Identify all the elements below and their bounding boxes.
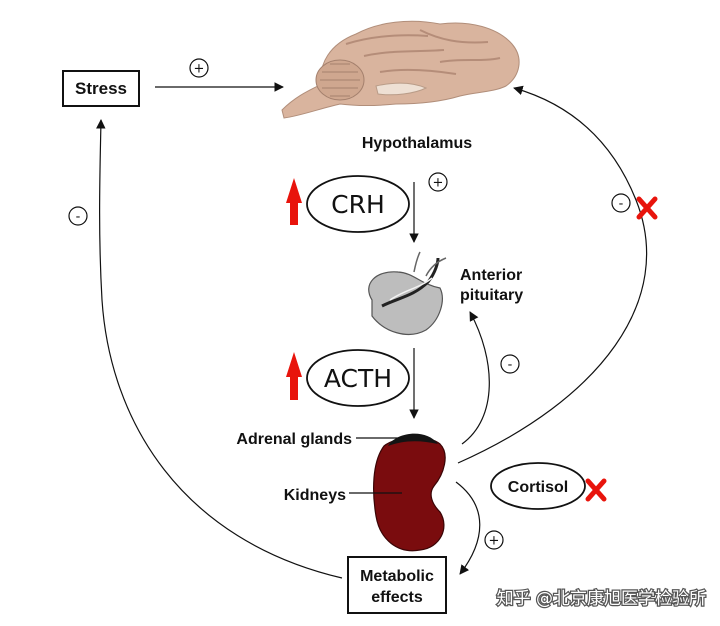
crh-trend-up-icon: [286, 178, 302, 225]
crh-pituitary-sign: +: [428, 172, 448, 192]
svg-text:+: +: [489, 534, 500, 549]
stress-node: Stress: [62, 70, 140, 107]
adrenal-glands-label: Adrenal glands: [236, 431, 352, 448]
metabolic-label-line2: effects: [371, 589, 423, 606]
svg-text:+: +: [194, 62, 205, 77]
watermark: 知乎 @北京康旭医学检验所: [495, 588, 707, 611]
svg-text:-: -: [76, 210, 81, 225]
kidney-image: [373, 433, 446, 552]
cortisol-label: Cortisol: [508, 479, 568, 496]
svg-text:+: +: [433, 176, 444, 191]
pituitary-image: [368, 251, 447, 335]
cortisol-to-brain-arrow: [457, 85, 648, 464]
metabolic-effects-node: Metabolic effects: [347, 556, 447, 614]
acth-node: ACTH: [306, 349, 410, 407]
brain-feedback-blocked-cross-icon: [636, 196, 658, 220]
brain-image: [281, 20, 520, 119]
metabolic-to-stress-arrow: [96, 119, 343, 579]
cortisol-to-metabolic-arrow: [455, 481, 481, 575]
watermark-text: 知乎 @北京康旭医学检验所: [497, 589, 706, 609]
cortisol-node: Cortisol: [490, 462, 586, 510]
cortisol-brain-sign: -: [611, 193, 631, 213]
pituitary-label-line1: Anterior: [460, 267, 522, 284]
cortisol-to-pituitary-arrow: [461, 311, 490, 445]
stress-label: Stress: [75, 79, 127, 98]
cortisol-metabolic-sign: +: [484, 530, 504, 550]
metabolic-label-line1: Metabolic: [360, 568, 434, 585]
metabolic-stress-sign: -: [68, 206, 88, 226]
crh-label: CRH: [331, 190, 385, 219]
hypothalamus-label: Hypothalamus: [362, 135, 472, 152]
pituitary-label-line2: pituitary: [460, 287, 523, 304]
svg-text:-: -: [619, 197, 624, 212]
acth-trend-up-icon: [286, 352, 302, 400]
svg-text:-: -: [508, 358, 513, 373]
acth-label: ACTH: [324, 364, 392, 393]
cortisol-pituitary-sign: -: [500, 354, 520, 374]
stress-brain-sign: +: [189, 58, 209, 78]
cortisol-blocked-cross-icon: [585, 478, 607, 502]
kidneys-label: Kidneys: [284, 487, 346, 504]
crh-node: CRH: [306, 175, 410, 233]
